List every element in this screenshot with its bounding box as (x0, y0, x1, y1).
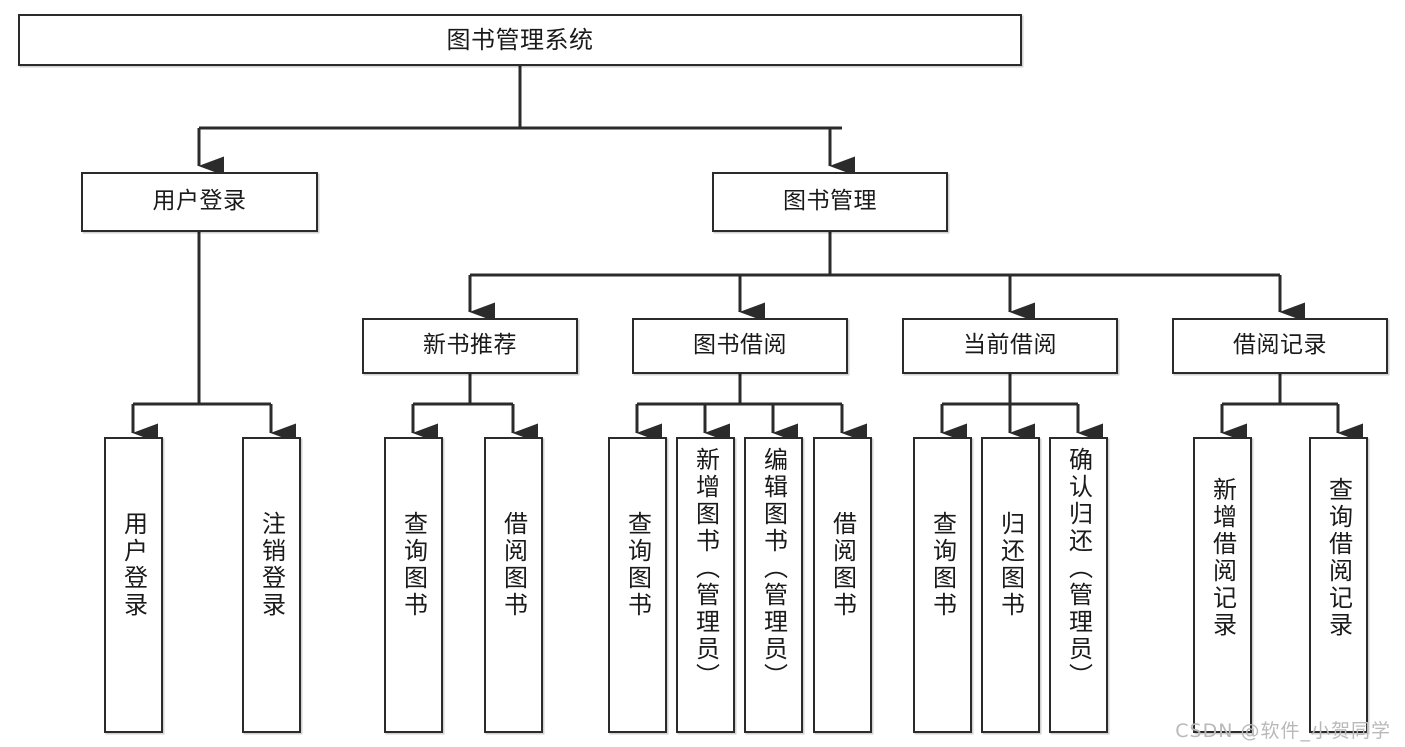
leaf-edit-book-admin[interactable]: 编辑图书（管理员） (744, 437, 803, 733)
node-label: 当前借阅 (963, 332, 1057, 359)
node-label: 用户登录 (119, 511, 148, 619)
leaf-logout[interactable]: 注销登录 (242, 437, 301, 733)
node-label: 归还图书 (996, 511, 1025, 619)
node-label: 用户登录 (152, 188, 247, 215)
leaf-query-borrow-record[interactable]: 查询借阅记录 (1309, 437, 1368, 733)
node-borrowing-record[interactable]: 借阅记录 (1172, 318, 1388, 374)
node-label: 新增图书（管理员） (691, 447, 720, 690)
node-book-borrowing[interactable]: 图书借阅 (632, 318, 848, 374)
node-book-management[interactable]: 图书管理 (712, 172, 948, 232)
node-label: 借阅图书 (499, 511, 528, 619)
node-label: 查询图书 (623, 511, 652, 619)
node-label: 图书管理系统 (446, 25, 594, 54)
node-label: 确认归还（管理员） (1064, 447, 1093, 690)
node-new-book-recommendation[interactable]: 新书推荐 (362, 318, 578, 374)
leaf-add-borrow-record[interactable]: 新增借阅记录 (1193, 437, 1252, 733)
node-root-book-management-system[interactable]: 图书管理系统 (18, 14, 1022, 66)
leaf-user-login[interactable]: 用户登录 (104, 437, 163, 733)
leaf-borrow-book[interactable]: 借阅图书 (813, 437, 872, 733)
node-label: 新增借阅记录 (1208, 477, 1237, 639)
node-label: 借阅记录 (1233, 332, 1327, 359)
node-label: 查询图书 (399, 511, 428, 619)
node-current-borrowing[interactable]: 当前借阅 (902, 318, 1118, 374)
leaf-add-book-admin[interactable]: 新增图书（管理员） (676, 437, 735, 733)
leaf-confirm-return-admin[interactable]: 确认归还（管理员） (1049, 437, 1108, 733)
node-label: 图书借阅 (693, 332, 787, 359)
leaf-query-book-current[interactable]: 查询图书 (913, 437, 972, 733)
node-user-login[interactable]: 用户登录 (81, 172, 318, 232)
node-label: 编辑图书（管理员） (759, 447, 788, 690)
leaf-borrow-book-newbook[interactable]: 借阅图书 (484, 437, 543, 733)
leaf-query-book-borrow[interactable]: 查询图书 (608, 437, 667, 733)
leaf-query-book-newbook[interactable]: 查询图书 (384, 437, 443, 733)
node-label: 注销登录 (257, 511, 286, 619)
leaf-return-book[interactable]: 归还图书 (981, 437, 1040, 733)
node-label: 图书管理 (783, 188, 877, 215)
node-label: 查询图书 (928, 511, 957, 619)
node-label: 借阅图书 (828, 511, 857, 619)
node-label: 查询借阅记录 (1324, 477, 1353, 639)
node-label: 新书推荐 (423, 332, 517, 359)
